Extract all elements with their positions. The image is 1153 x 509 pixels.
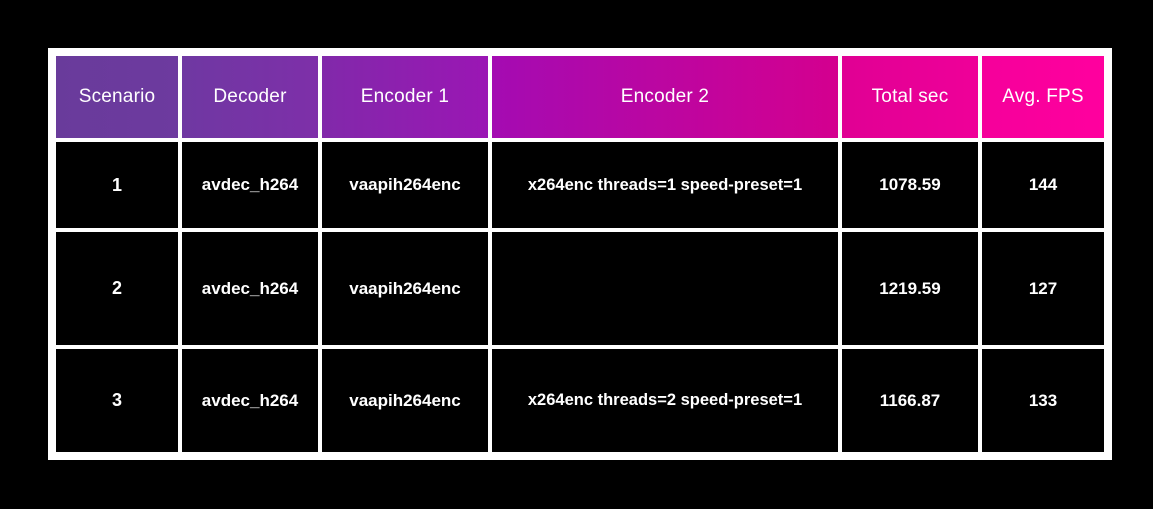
cell-total-sec: 1078.59 [842,142,978,229]
column-header-decoder: Decoder [182,56,318,138]
table-row: 2 avdec_h264 vaapih264enc 1219.59 127 [56,232,1104,346]
table-body: 1 avdec_h264 vaapih264enc x264enc thread… [56,142,1104,452]
column-header-encoder-2: Encoder 2 [492,56,838,138]
column-header-encoder-1: Encoder 1 [322,56,488,138]
cell-scenario: 2 [56,232,178,346]
cell-decoder: avdec_h264 [182,232,318,346]
cell-avg-fps: 127 [982,232,1104,346]
cell-decoder: avdec_h264 [182,349,318,452]
cell-encoder-2 [492,232,838,346]
cell-total-sec: 1219.59 [842,232,978,346]
column-header-scenario: Scenario [56,56,178,138]
table-row: 3 avdec_h264 vaapih264enc x264enc thread… [56,349,1104,452]
cell-avg-fps: 144 [982,142,1104,229]
cell-total-sec: 1166.87 [842,349,978,452]
cell-encoder-2: x264enc threads=1 speed-preset=1 [492,142,838,229]
cell-encoder-1: vaapih264enc [322,142,488,229]
cell-encoder-2: x264enc threads=2 speed-preset=1 [492,349,838,452]
benchmark-table-frame: Scenario Decoder Encoder 1 Encoder 2 Tot… [48,48,1112,460]
table-row: 1 avdec_h264 vaapih264enc x264enc thread… [56,142,1104,229]
cell-decoder: avdec_h264 [182,142,318,229]
cell-encoder-1: vaapih264enc [322,232,488,346]
cell-avg-fps: 133 [982,349,1104,452]
benchmark-table: Scenario Decoder Encoder 1 Encoder 2 Tot… [52,52,1108,456]
column-header-avg-fps: Avg. FPS [982,56,1104,138]
column-header-total-sec: Total sec [842,56,978,138]
table-header: Scenario Decoder Encoder 1 Encoder 2 Tot… [56,56,1104,138]
header-row: Scenario Decoder Encoder 1 Encoder 2 Tot… [56,56,1104,138]
cell-scenario: 1 [56,142,178,229]
cell-encoder-1: vaapih264enc [322,349,488,452]
cell-scenario: 3 [56,349,178,452]
